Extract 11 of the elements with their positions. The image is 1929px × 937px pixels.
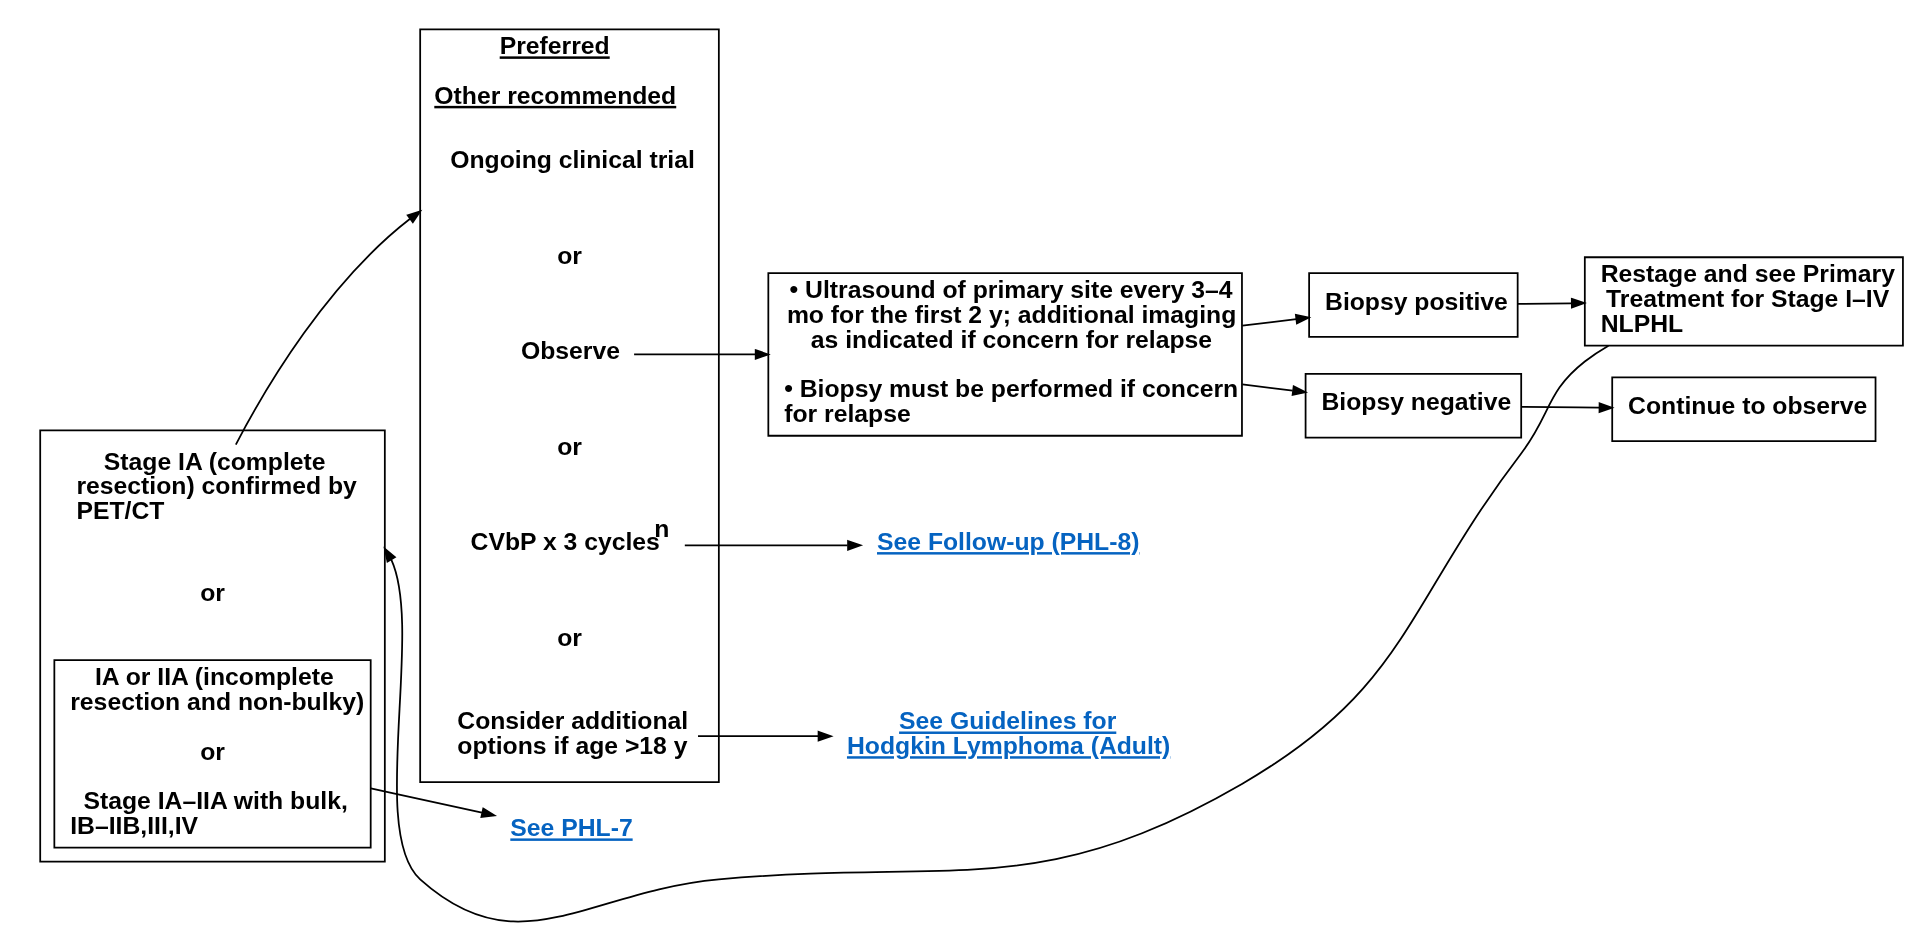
node-text: See Follow-up (PHL-8) <box>877 528 1140 556</box>
node-text: Stage IA (complete resection) confirmed by PET/CT <box>76 447 357 525</box>
node-text: Ongoing clinical trial <box>450 146 695 174</box>
node-text: Consider additional options if age >18 y <box>457 707 689 760</box>
node-text: See Guidelines for Hodgkin Lymphoma (Adult) <box>846 707 1171 760</box>
node-text: Observe <box>520 337 620 365</box>
node-text: or <box>557 241 582 269</box>
node-text: or <box>557 623 582 651</box>
node-text: or <box>557 432 582 460</box>
node-text: or <box>200 579 225 607</box>
node-text: See PHL-7 <box>510 814 633 842</box>
